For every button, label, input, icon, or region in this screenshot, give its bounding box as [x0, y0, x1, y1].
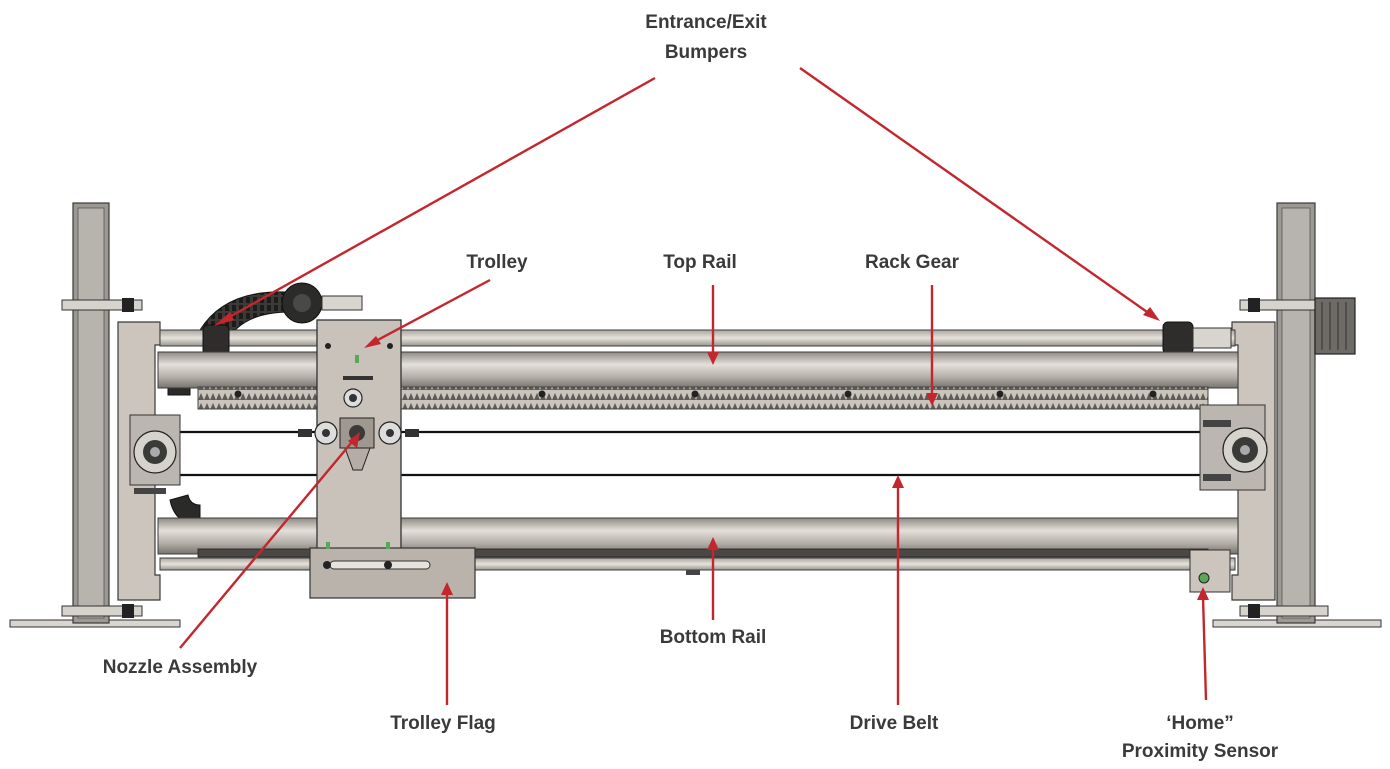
trolley-plate — [298, 319, 419, 561]
label-trolley: Trolley — [466, 252, 528, 273]
label-rack-gear: Rack Gear — [865, 252, 960, 273]
bumper-icon — [202, 324, 230, 356]
leader-bumpers-left — [214, 76, 656, 326]
label-trolley-flag: Trolley Flag — [390, 713, 496, 734]
label-top-rail: Top Rail — [663, 252, 737, 273]
rack-gear — [197, 386, 1209, 410]
label-home-sensor-line1: ‘Home” — [1166, 713, 1234, 734]
bearing-icon — [129, 414, 181, 494]
leader-top-rail — [707, 285, 719, 365]
leader-trolley-flag — [441, 582, 453, 705]
sensor-icon — [1189, 549, 1231, 593]
leader-home-sensor — [1197, 587, 1209, 701]
leader-bottom-rail — [707, 537, 719, 620]
label-nozzle-assembly: Nozzle Assembly — [103, 657, 258, 678]
motor-icon — [1314, 297, 1356, 355]
pulley-icon — [1199, 404, 1268, 491]
label-drive-belt: Drive Belt — [850, 713, 939, 734]
label-bumpers-line1: Entrance/Exit — [645, 12, 767, 33]
leader-nozzle — [179, 432, 360, 649]
bumper-icon — [1162, 321, 1232, 355]
left-post — [61, 202, 143, 624]
label-home-sensor-line2: Proximity Sensor — [1122, 741, 1279, 762]
gantry-machine — [9, 202, 1382, 628]
leader-rack-gear — [926, 285, 938, 406]
upper-guide-rod — [159, 329, 1236, 347]
right-post — [1239, 202, 1329, 624]
leader-trolley — [364, 278, 491, 348]
leader-lines — [179, 67, 1209, 705]
leader-drive-belt — [892, 475, 904, 705]
leader-bumpers-right — [799, 67, 1160, 321]
callout-labels: Entrance/Exit Bumpers Trolley Top Rail R… — [103, 12, 1279, 762]
label-bottom-rail: Bottom Rail — [660, 627, 767, 648]
label-bumpers-line2: Bumpers — [665, 42, 747, 63]
